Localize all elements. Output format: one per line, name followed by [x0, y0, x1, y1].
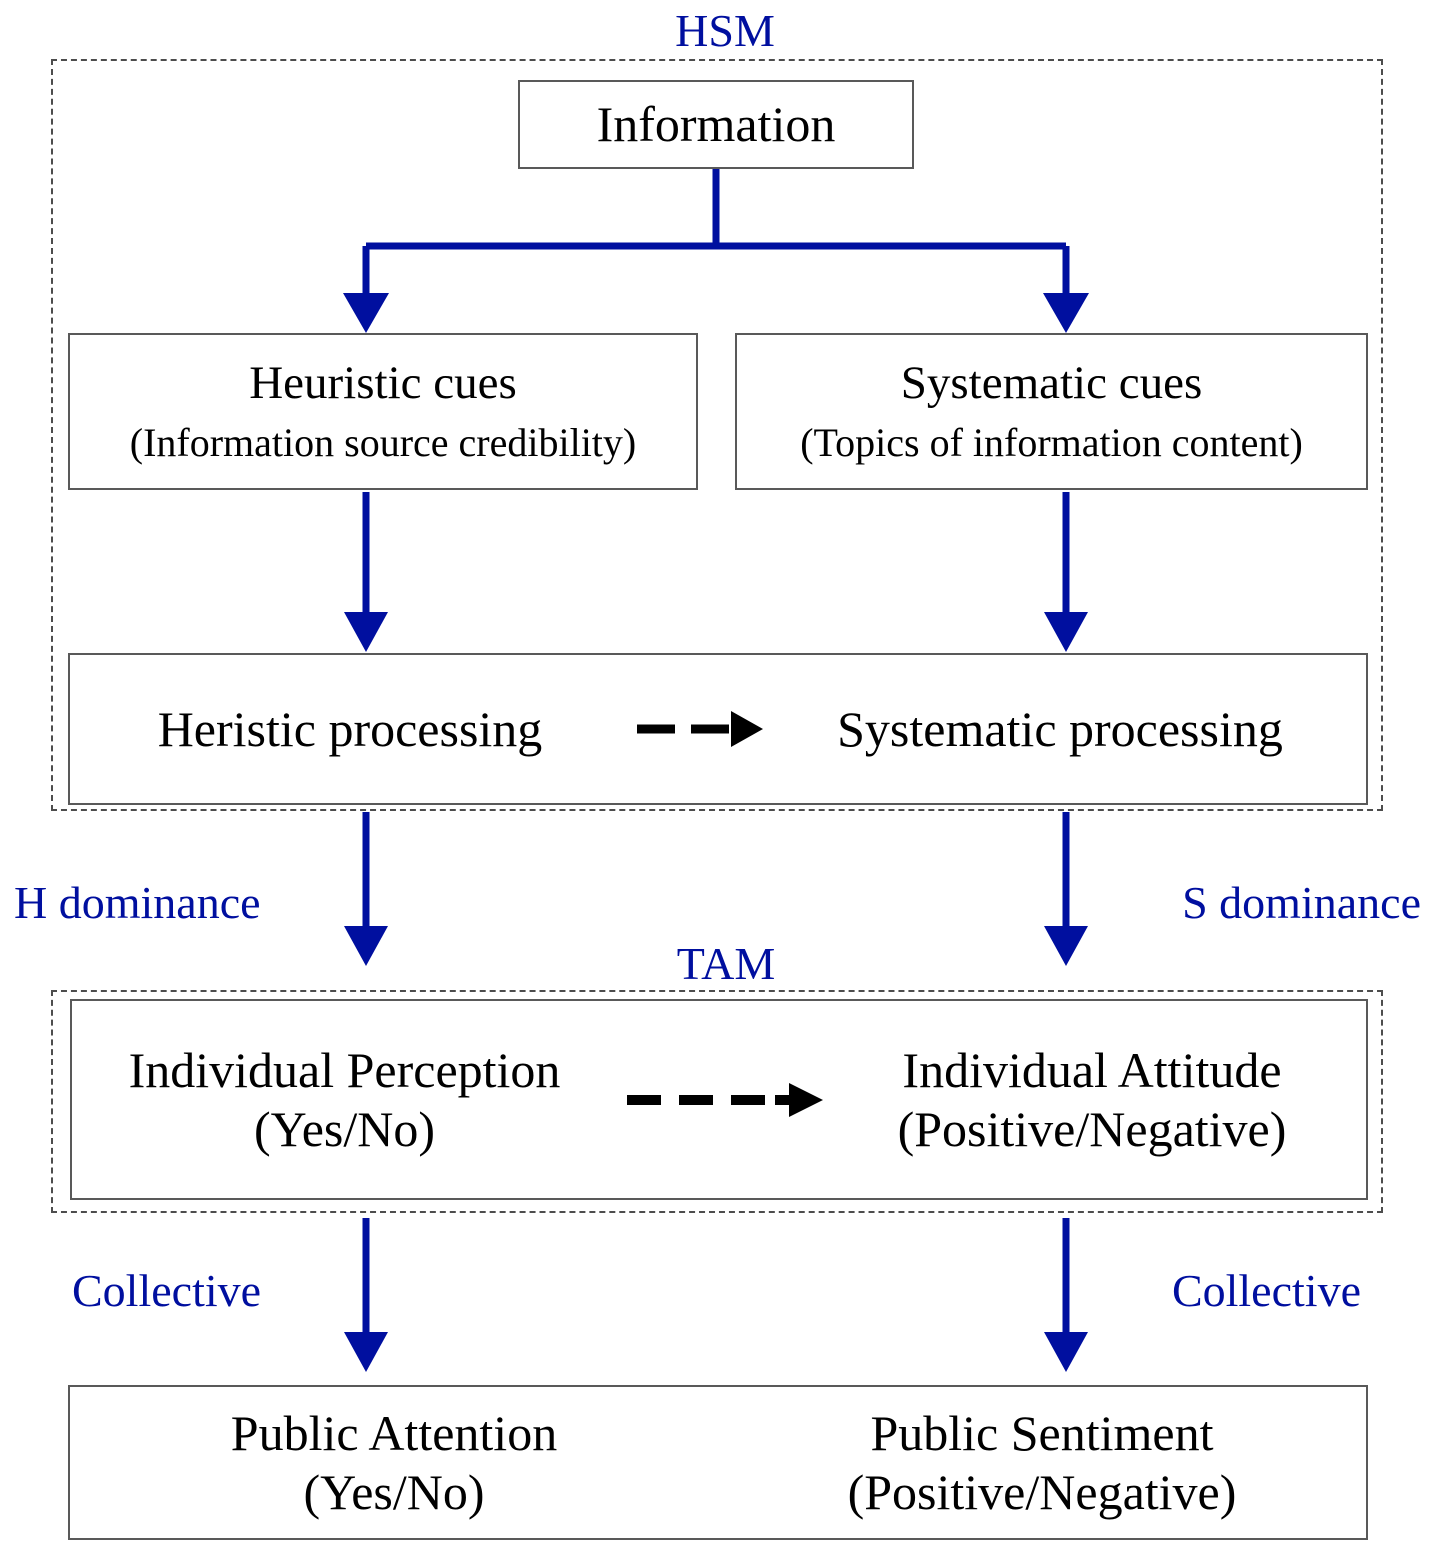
node-processing-row: Heristic processing Systematic processin…: [68, 653, 1368, 805]
node-individual-perception: Individual Perception (Yes/No): [72, 1044, 617, 1155]
node-public-sentiment-sublabel: (Positive/Negative): [847, 1463, 1237, 1520]
node-individual-attitude: Individual Attitude (Positive/Negative): [832, 1044, 1352, 1155]
group-hsm: [51, 59, 1383, 811]
group-tam: [51, 990, 1383, 1213]
edge-label-collective-left: Collective: [72, 1265, 262, 1316]
edge-label-h-dominance: H dominance: [14, 877, 261, 928]
connector-collective-right: [1044, 1218, 1088, 1372]
node-tam-row: Individual Perception (Yes/No) Individua…: [70, 999, 1368, 1200]
node-systematic-cues: Systematic cues (Topics of information c…: [735, 333, 1368, 490]
node-individual-attitude-sublabel: (Positive/Negative): [897, 1100, 1287, 1157]
connector-collective-left: [344, 1218, 388, 1372]
node-heuristic-cues-sublabel: (Information source credibility): [129, 420, 637, 466]
node-heuristic-processing-label: Heristic processing: [157, 700, 543, 757]
node-information-label: Information: [596, 96, 836, 153]
node-public-attention: Public Attention (Yes/No): [70, 1407, 718, 1518]
node-public-attention-sublabel: (Yes/No): [303, 1463, 485, 1520]
node-individual-perception-sublabel: (Yes/No): [253, 1100, 436, 1157]
edge-label-collective-right: Collective: [1171, 1265, 1361, 1316]
dashed-arrow-tam-icon: [617, 1080, 832, 1120]
node-public-attention-label: Public Attention: [230, 1405, 558, 1461]
node-systematic-processing-label: Systematic processing: [837, 700, 1283, 757]
node-heuristic-cues-label: Heuristic cues: [249, 357, 517, 410]
group-tam-title: TAM: [648, 941, 804, 987]
node-heuristic-cues: Heuristic cues (Information source credi…: [68, 333, 698, 490]
node-public-sentiment: Public Sentiment (Positive/Negative): [718, 1407, 1366, 1518]
node-systematic-cues-sublabel: (Topics of information content): [800, 420, 1303, 466]
node-individual-perception-label: Individual Perception: [128, 1042, 561, 1098]
node-heuristic-processing: Heristic processing: [70, 703, 630, 756]
node-information: Information: [518, 80, 914, 169]
node-individual-attitude-label: Individual Attitude: [902, 1042, 1282, 1098]
node-outcomes-row: Public Attention (Yes/No) Public Sentime…: [68, 1385, 1368, 1540]
connector-s-dominance: [1044, 812, 1088, 966]
connector-h-dominance: [344, 812, 388, 966]
node-systematic-processing: Systematic processing: [770, 703, 1350, 756]
edge-label-s-dominance: S dominance: [1182, 877, 1421, 928]
group-hsm-title: HSM: [650, 8, 800, 54]
node-systematic-cues-label: Systematic cues: [900, 357, 1203, 410]
dashed-arrow-processing-icon: [630, 709, 770, 749]
node-public-sentiment-label: Public Sentiment: [870, 1405, 1214, 1461]
